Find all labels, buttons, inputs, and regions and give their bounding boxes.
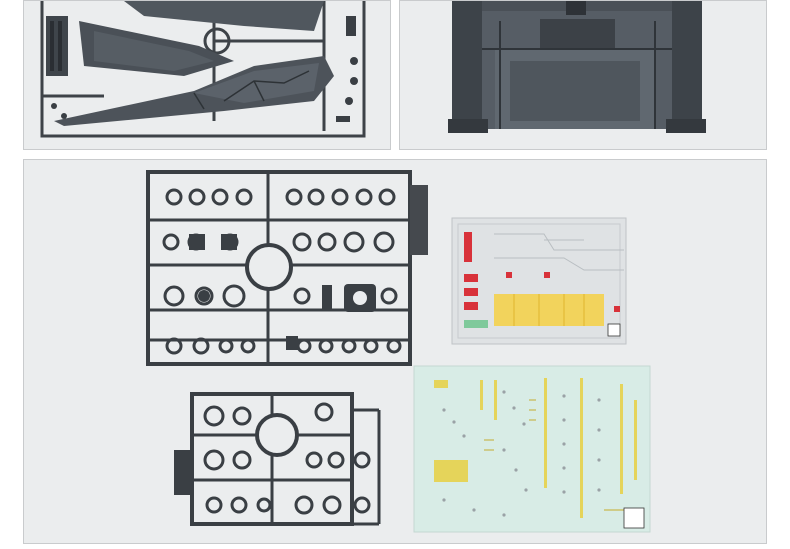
foil-sticker-sheet xyxy=(451,217,627,345)
water-decal-sheet xyxy=(413,365,651,533)
large-runner-sprue xyxy=(146,170,428,366)
photo-runner-wing-parts xyxy=(23,0,391,150)
photo-runners-and-decals xyxy=(23,159,767,544)
runner-wing-illustration xyxy=(40,1,366,138)
photo-assembled-base xyxy=(399,0,767,150)
small-runner-sprue xyxy=(174,392,381,526)
base-part-illustration xyxy=(448,1,706,133)
runners-decals-illustration xyxy=(146,170,651,533)
